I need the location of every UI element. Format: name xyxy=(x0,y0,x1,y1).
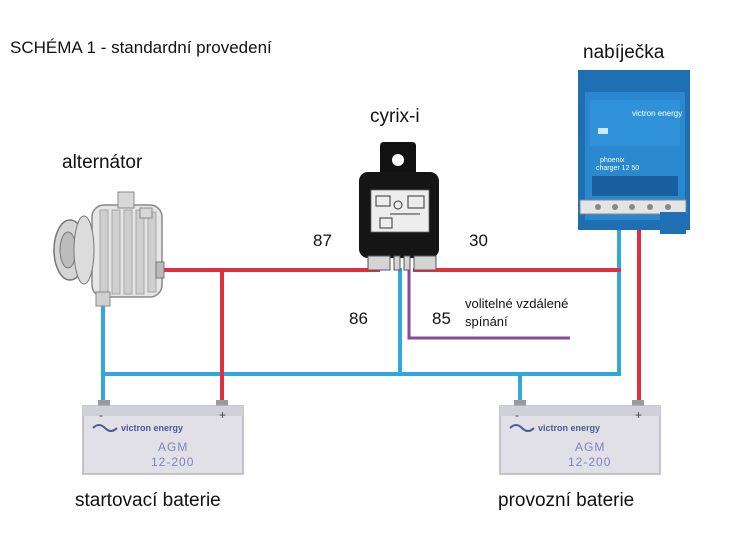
service-battery-rating: 12-200 xyxy=(568,455,611,469)
start-battery-minus: - xyxy=(99,408,103,422)
charger-subtitle-text: charger 12 50 xyxy=(596,165,639,172)
charger-brand-text: victron energy xyxy=(632,109,682,118)
relay-label: cyrix-i xyxy=(370,106,420,127)
start-battery-label: startovací baterie xyxy=(75,490,221,511)
service-battery-minus: - xyxy=(515,408,519,422)
charger-icon: victron energy phoenix charger 12 50 xyxy=(578,70,690,234)
start-battery-model: AGM xyxy=(158,440,188,454)
service-battery-brand: victron energy xyxy=(538,423,600,433)
service-battery-plus: + xyxy=(635,408,642,422)
relay-icon xyxy=(359,142,439,271)
remote-switch-label-line1: volitelné vzdálené xyxy=(465,296,569,311)
alternator-icon xyxy=(53,191,165,307)
start-battery-icon: - + victron energy AGM 12-200 xyxy=(82,400,244,475)
charger-product-text: phoenix xyxy=(600,157,625,164)
remote-switch-label-line2: spínání xyxy=(465,314,508,329)
diagram-title: SCHÉMA 1 - standardní provedení xyxy=(10,38,272,57)
service-battery-label: provozní baterie xyxy=(498,490,635,511)
start-battery-rating: 12-200 xyxy=(151,455,194,469)
pin-86-label: 86 xyxy=(349,309,368,328)
pin-30-label: 30 xyxy=(469,231,488,250)
charger-label: nabíječka xyxy=(583,42,665,63)
pin-87-label: 87 xyxy=(313,231,332,250)
negative-wires xyxy=(101,210,621,402)
service-battery-icon: - + victron energy AGM 12-200 xyxy=(499,400,661,475)
positive-wires xyxy=(158,210,641,402)
start-battery-brand: victron energy xyxy=(121,423,183,433)
remote-switch-wire xyxy=(407,270,570,340)
service-battery-model: AGM xyxy=(575,440,605,454)
pin-85-label: 85 xyxy=(432,309,451,328)
start-battery-plus: + xyxy=(219,408,226,422)
alternator-label: alternátor xyxy=(62,152,143,173)
